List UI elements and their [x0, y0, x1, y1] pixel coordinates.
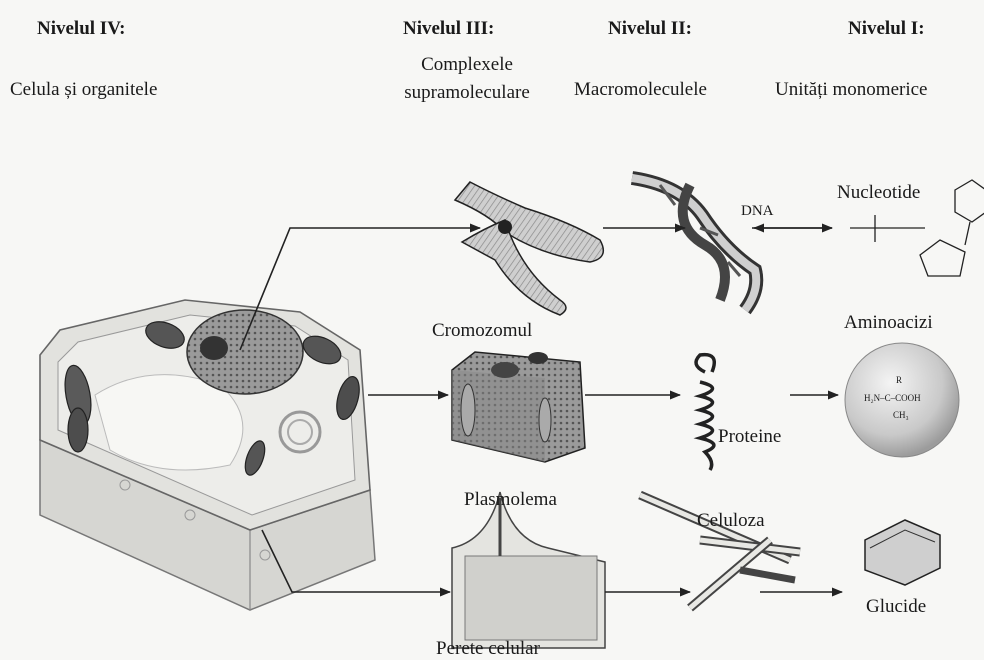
amino-formula-main: H₂N–C–COOH	[864, 393, 921, 403]
amino-formula-bottom: CH₃	[893, 410, 909, 420]
glucose-ring-structure	[865, 520, 940, 585]
dna-helix-illustration	[632, 178, 756, 310]
amino-formula-r: R	[896, 375, 902, 385]
chromosome-illustration	[455, 182, 603, 315]
plasmolema-illustration	[452, 352, 585, 462]
label-aminoacizi: Aminoacizi	[844, 312, 933, 334]
label-perete-celular: Perete celular	[436, 638, 540, 660]
label-celuloza: Celuloza	[697, 510, 765, 532]
label-glucide: Glucide	[866, 596, 926, 618]
label-proteine: Proteine	[718, 426, 781, 448]
label-plasmolema: Plasmolema	[464, 489, 557, 511]
label-dna: DNA	[741, 203, 774, 220]
protein-helix-illustration	[696, 355, 714, 470]
label-cromozomul: Cromozomul	[432, 320, 532, 342]
label-nucleotide: Nucleotide	[837, 182, 920, 204]
plant-cell-illustration	[40, 300, 375, 610]
cell-wall-illustration	[452, 492, 605, 648]
